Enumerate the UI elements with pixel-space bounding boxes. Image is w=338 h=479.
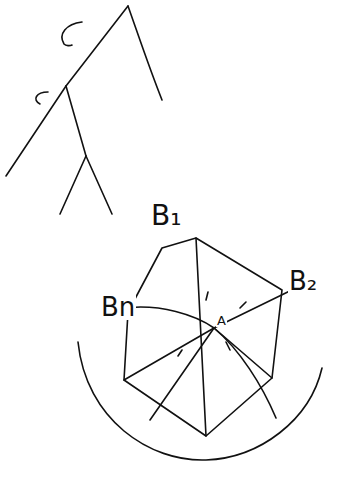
spoke: [214, 328, 272, 378]
tick-marks: [178, 292, 246, 356]
curl: [36, 92, 48, 104]
branch: [60, 156, 86, 214]
spoke: [150, 286, 300, 420]
branch: [66, 6, 128, 86]
branch: [6, 86, 66, 176]
branch: [66, 86, 86, 156]
curl: [62, 22, 82, 46]
spoke: [124, 328, 214, 380]
arc: [78, 342, 322, 460]
spoke: [112, 307, 276, 418]
pentagon-outline: [124, 238, 282, 436]
branch: [128, 6, 162, 100]
point-label: B₂: [288, 268, 318, 294]
point-label: B₁: [150, 202, 182, 230]
branch: [86, 156, 112, 214]
point-label: A: [216, 314, 227, 327]
point-label: Bn: [100, 294, 136, 320]
